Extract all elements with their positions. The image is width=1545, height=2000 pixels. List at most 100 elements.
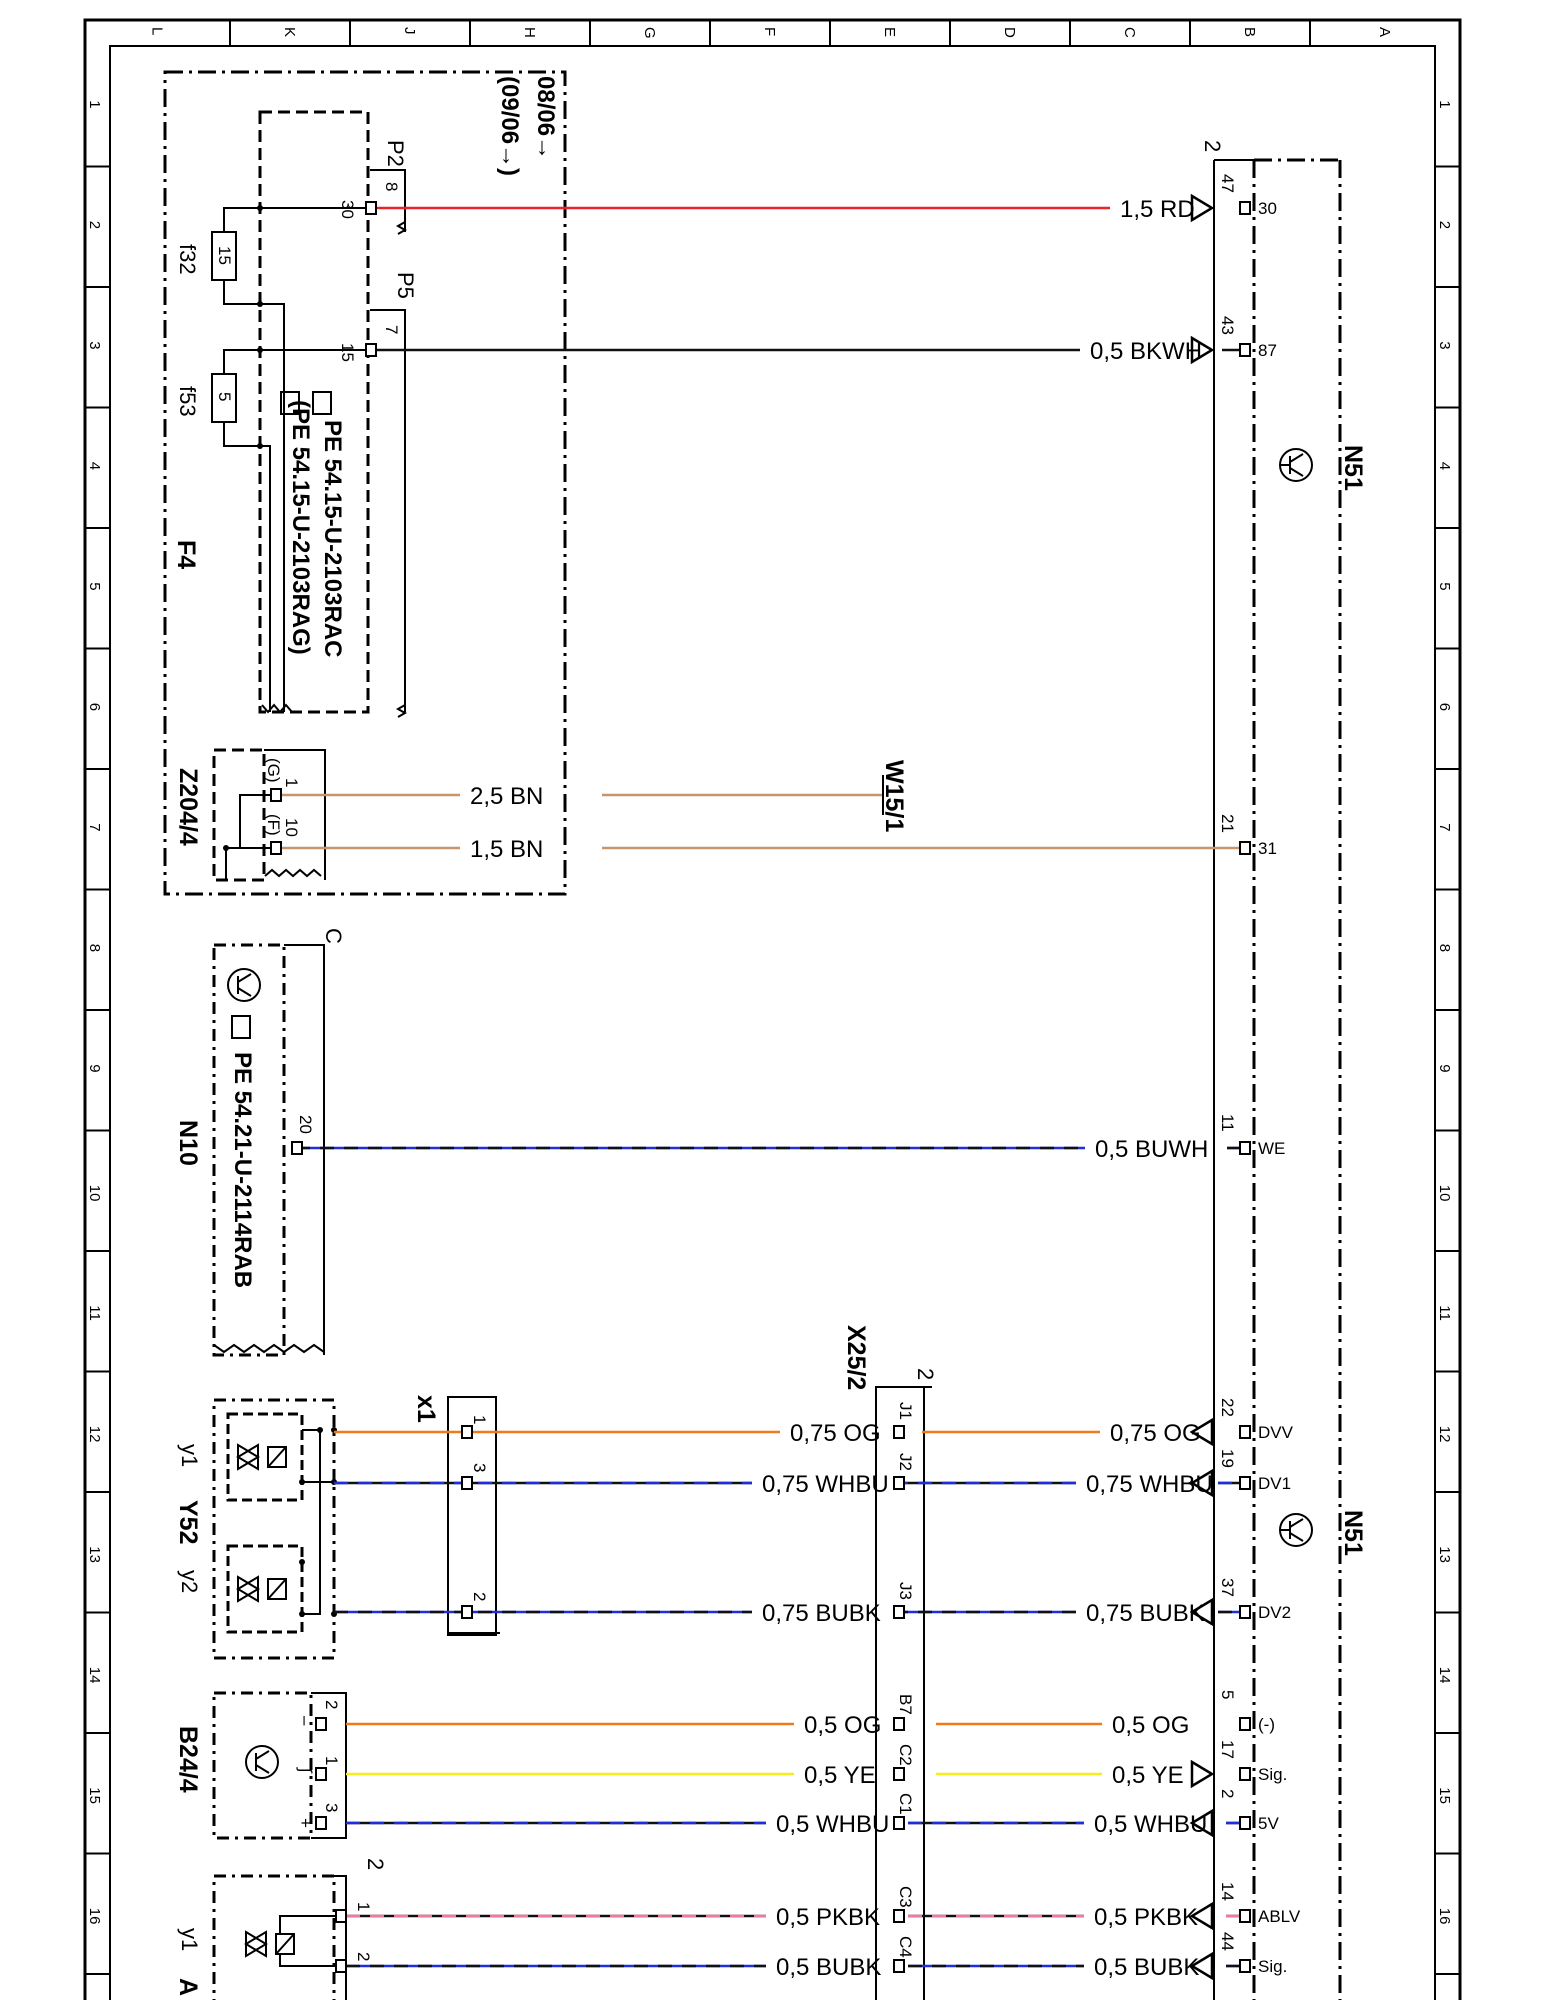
transistor-icon [245, 1745, 279, 1779]
pin-number: 17 [1218, 1740, 1237, 1759]
n10-label: N10 [174, 1120, 202, 1166]
a-pin-2: 2 [354, 1952, 373, 1961]
row-label: 15 [1436, 1787, 1453, 1804]
column-label: G [641, 27, 658, 39]
x1-pin-2: 2 [470, 1592, 489, 1601]
b24-plus: + [296, 1818, 315, 1828]
column-label: A [1376, 27, 1393, 37]
pin-signal: WE [1258, 1139, 1285, 1158]
x25-pin: J1 [893, 1402, 915, 1439]
column-label: E [881, 27, 898, 37]
wire-arrow [1189, 1468, 1214, 1498]
row-label: 10 [1436, 1185, 1453, 1202]
terminal [270, 788, 282, 802]
column-label: J [401, 27, 418, 35]
pin-number: J3 [896, 1582, 915, 1600]
wire-label: 0,5 PKBK [1094, 1904, 1198, 1931]
y52-y1: y1 [177, 1444, 202, 1467]
pin-signal: 30 [1258, 199, 1277, 218]
y52-y2: y2 [177, 1570, 202, 1593]
wire-label: 0,5 OG [804, 1712, 881, 1739]
wire-label: 0,5 PKBK [776, 1904, 880, 1931]
pin-number: J2 [896, 1453, 915, 1471]
pin-number: 37 [1218, 1578, 1237, 1597]
f4-label: F4 [172, 540, 200, 569]
pin-signal: ABLV [1258, 1907, 1301, 1926]
row-label: 3 [86, 341, 103, 349]
wire: 0,5 YE 0,5 YE [346, 1759, 1215, 1789]
b24-signal: ∫ [296, 1767, 315, 1774]
row-label: 4 [86, 462, 103, 470]
n10-connector: C [321, 928, 346, 944]
fuse-f53-label: f53 [175, 386, 200, 417]
a-component-partial: 2 A y1 1 2 [174, 1858, 388, 2000]
wire-label: 0,5 YE [804, 1762, 876, 1789]
book-icon [312, 391, 332, 415]
row-label: 2 [86, 221, 103, 229]
transistor-icon [1279, 448, 1313, 482]
pin-number: C2 [896, 1744, 915, 1766]
terminal [335, 1909, 347, 1923]
pin-signal: (-) [1258, 1715, 1275, 1734]
wire-arrow [1190, 1759, 1215, 1789]
terminal [335, 1959, 347, 1973]
pin-number: 22 [1218, 1398, 1237, 1417]
book-icon [280, 391, 300, 415]
x25-pin: B7 [893, 1694, 915, 1731]
wire: 0,5 OG 0,5 OG [346, 1712, 1189, 1739]
row-label: 10 [86, 1185, 103, 1202]
pin-number: 2 [1218, 1789, 1237, 1798]
row-label: 3 [1436, 341, 1453, 349]
pin-number: C4 [896, 1936, 915, 1958]
wire-label: 0,5 OG [1112, 1712, 1189, 1739]
x1-label: x1 [412, 1395, 440, 1423]
wire: 2,5 BN [275, 783, 883, 810]
column-label: L [149, 27, 166, 35]
wire-label: 0,5 WHBU [776, 1811, 889, 1838]
terminal [315, 1816, 327, 1830]
z204-label: Z204/4 [174, 768, 202, 846]
p2-pin: 8 [382, 182, 401, 191]
pin-signal: DV2 [1258, 1603, 1291, 1622]
b24-pin-3: 3 [322, 1803, 341, 1812]
wire-arrow [1189, 1951, 1214, 1981]
b24-pin-2: 2 [322, 1700, 341, 1709]
terminal [365, 201, 377, 215]
wire-label: 0,5 YE [1112, 1762, 1184, 1789]
n51-label-top: N51 [1339, 445, 1367, 491]
pin-signal: Sig. [1258, 1765, 1287, 1784]
terminal [291, 1141, 303, 1155]
transistor-icon [227, 968, 261, 1002]
wire-label: 1,5 RD [1120, 196, 1195, 223]
x25-pin: C3 [893, 1886, 915, 1923]
fuse-f32-label: f32 [175, 244, 200, 275]
wire-label: 0,5 BUBK [1094, 1954, 1199, 1981]
pin-number: 5 [1218, 1690, 1237, 1699]
z204-block [212, 748, 266, 882]
pin-signal: 5V [1258, 1814, 1279, 1833]
row-label: 1 [86, 100, 103, 108]
row-label: 12 [1436, 1426, 1453, 1443]
row-label: 9 [86, 1064, 103, 1072]
p5-terminal: 15 [338, 343, 357, 362]
wire-label: 0,75 OG [790, 1420, 881, 1447]
n10-module: C N10 PE 54.21-U-2114RAB 20 [174, 928, 346, 1357]
y52-valve-block: Y52 y1 y2 [174, 1398, 337, 1660]
pin-signal: DVV [1258, 1423, 1294, 1442]
wire-label: 0,75 BUBK [762, 1600, 881, 1627]
row-label: 15 [86, 1787, 103, 1804]
p2-label: P2 [383, 140, 408, 167]
z204-pin-1-g: (G) [264, 758, 283, 783]
p5-label: P5 [393, 272, 418, 299]
outer-frame [83, 18, 1462, 2000]
pin-number: 11 [1218, 1114, 1237, 1132]
row-label: 9 [1436, 1064, 1453, 1072]
a-y1: y1 [177, 1928, 202, 1951]
